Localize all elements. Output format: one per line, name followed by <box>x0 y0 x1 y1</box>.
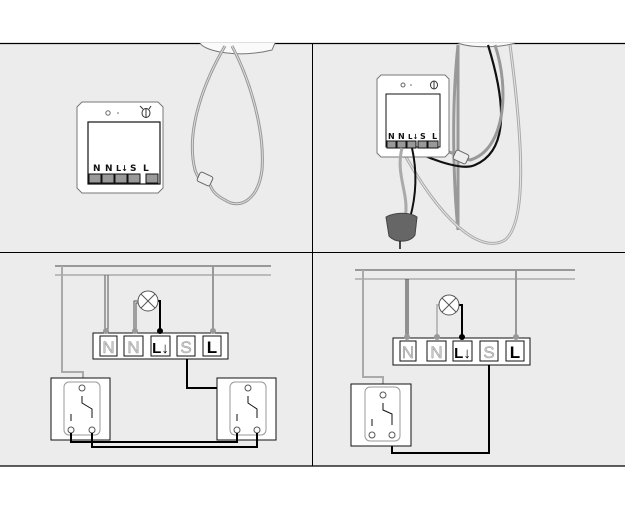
device-terminal-labels: N N L↓ S L <box>93 164 149 174</box>
lamp-icon <box>438 294 460 316</box>
terminal-dots <box>404 334 519 340</box>
load-to-lamp <box>409 147 417 219</box>
led-icon <box>105 110 111 116</box>
device-terminals <box>386 140 439 149</box>
sun-moon-icon <box>430 80 438 90</box>
lamp-icon <box>137 290 159 312</box>
label-n1: N <box>388 132 395 141</box>
switch <box>350 383 412 447</box>
terminal-dots <box>103 328 216 334</box>
terminal-l: L <box>207 338 217 357</box>
terminal-n1: N <box>402 343 414 362</box>
two-way-switch-1 <box>50 377 111 441</box>
panel-device-unwired: N N L↓ S L <box>76 42 276 206</box>
two-way-switch-2 <box>216 377 277 441</box>
led-icon <box>400 82 406 88</box>
terminal-load: L↓ <box>152 340 169 357</box>
device-terminal-labels: N N L↓ S L <box>388 132 437 141</box>
terminal-s: S <box>180 338 191 357</box>
label-s: S <box>130 164 136 174</box>
panel-device-wired: N N L↓ S L <box>376 42 523 249</box>
label-n1: N <box>93 164 101 174</box>
lamp-socket-icon <box>385 212 418 242</box>
ceiling-box <box>199 42 276 55</box>
label-n2: N <box>398 132 405 141</box>
sun-moon-icon <box>139 105 152 118</box>
schematic-one-switch: N N L↓ S L <box>350 269 575 454</box>
wire-connector <box>452 149 470 165</box>
label-l: L <box>432 132 437 141</box>
device-face <box>385 93 441 148</box>
switch-wire <box>409 44 503 168</box>
terminal-l: L <box>510 343 520 362</box>
label-l: L <box>143 164 149 174</box>
neutral-to-lamp <box>398 147 408 219</box>
terminal-s: S <box>483 343 494 362</box>
terminal-load: L↓ <box>454 345 471 362</box>
wire-connector <box>196 171 214 187</box>
device-terminals <box>88 173 159 184</box>
terminal-n1: N <box>102 338 114 357</box>
label-n2: N <box>105 164 113 174</box>
terminal-n2: N <box>127 338 139 357</box>
label-load: L↓ <box>116 164 128 173</box>
label-load: L↓ <box>408 133 418 141</box>
label-s: S <box>420 132 426 141</box>
schematic-two-switches: N N L↓ S L <box>50 265 277 448</box>
terminal-n2: N <box>430 343 442 362</box>
